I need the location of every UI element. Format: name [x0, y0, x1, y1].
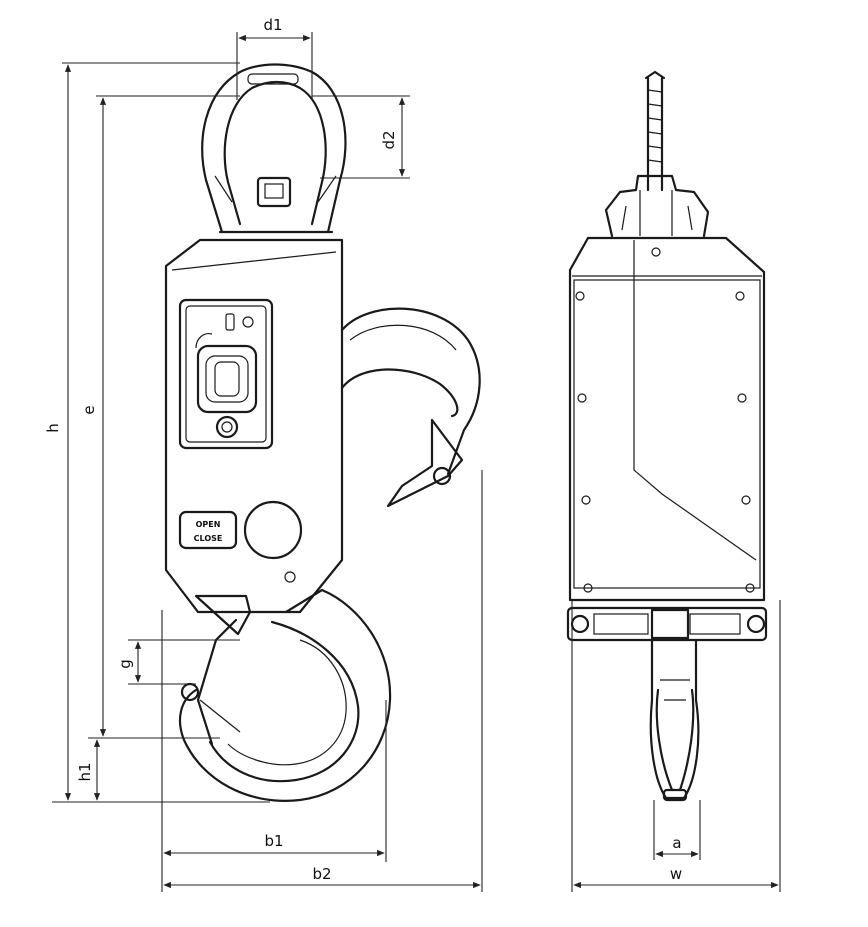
side-dimensions — [571, 600, 781, 892]
label-h1: h1 — [76, 762, 94, 781]
label-d1: d1 — [263, 16, 282, 34]
front-view: OPEN CLOSE — [164, 63, 481, 802]
badge-open-text: OPEN — [196, 520, 221, 529]
label-b1: b1 — [264, 832, 283, 850]
open-close-badge: OPEN CLOSE — [178, 510, 238, 550]
main-hook — [178, 588, 392, 802]
side-view — [566, 70, 768, 802]
badge-close-text: CLOSE — [194, 534, 223, 543]
label-e: e — [80, 405, 98, 414]
round-cover — [243, 500, 303, 560]
label-g: g — [116, 659, 134, 669]
label-a: a — [672, 834, 681, 852]
label-d2: d2 — [380, 130, 398, 149]
control-panel — [178, 298, 274, 450]
upper-hook — [340, 307, 481, 508]
label-b2: b2 — [312, 865, 331, 883]
label-h: h — [44, 423, 62, 433]
label-w: w — [670, 865, 682, 883]
front-dimensions — [52, 32, 483, 892]
shackle — [201, 63, 347, 234]
hook-body — [164, 238, 344, 614]
